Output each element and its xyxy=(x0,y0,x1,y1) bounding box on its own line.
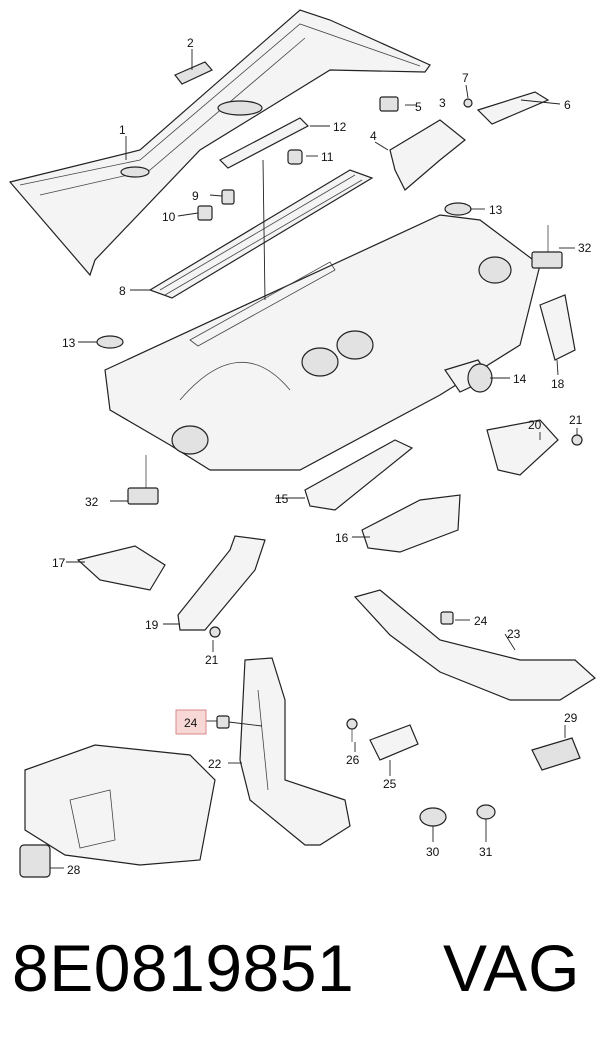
part-13-cap-left xyxy=(96,335,124,349)
callout-5: 5 xyxy=(415,100,422,114)
callout-13-left: 13 xyxy=(62,336,76,350)
callout-28: 28 xyxy=(67,863,81,877)
part-9-clip xyxy=(221,189,235,205)
callout-10: 10 xyxy=(162,210,176,224)
part-15-duct xyxy=(304,439,414,511)
callout-8: 8 xyxy=(119,284,126,298)
part-12-cover-plate xyxy=(218,117,310,169)
callout-20: 20 xyxy=(528,418,542,432)
callout-14: 14 xyxy=(513,372,527,386)
part-8-defrost-grille xyxy=(148,169,374,299)
leader-lines xyxy=(50,49,578,869)
callout-25: 25 xyxy=(383,777,397,791)
callout-15: 15 xyxy=(275,492,289,506)
part-21-screw-upper xyxy=(571,434,583,446)
callout-32-right: 32 xyxy=(578,241,592,255)
callout-18: 18 xyxy=(551,377,565,391)
callout-1: 1 xyxy=(119,123,126,137)
parts-exploded-diagram: 1 2 3 4 5 6 7 8 9 10 11 12 13 13 14 15 1… xyxy=(8,9,596,878)
callout-11: 11 xyxy=(321,150,334,164)
part-32-sensor-right xyxy=(531,225,563,269)
part-13-cap-upper xyxy=(444,202,472,216)
callout-30: 30 xyxy=(426,845,440,859)
part-18-duct xyxy=(539,294,576,361)
dashboard-body xyxy=(104,214,541,471)
part-10-clip xyxy=(197,205,213,221)
part-1-cowl-panel xyxy=(8,9,431,277)
callout-29: 29 xyxy=(564,711,578,725)
callout-16: 16 xyxy=(335,531,349,545)
part-number-text: 8E0819851 xyxy=(12,931,355,1005)
callout-17: 17 xyxy=(52,556,66,570)
callout-9: 9 xyxy=(192,189,199,203)
part-30-plug xyxy=(419,807,447,827)
callout-4: 4 xyxy=(370,129,377,143)
part-20-bracket xyxy=(486,419,559,476)
vehicle-body-section xyxy=(24,744,216,866)
part-25-label-plate xyxy=(369,724,419,761)
callout-6: 6 xyxy=(564,98,571,112)
callout-7: 7 xyxy=(462,71,469,85)
part-19-duct xyxy=(177,535,266,631)
callout-22: 22 xyxy=(208,757,222,771)
callout-12: 12 xyxy=(333,120,347,134)
callout-23: 23 xyxy=(507,627,521,641)
part-29-pad xyxy=(531,737,581,771)
callout-24-highlighted: 24 xyxy=(184,716,198,730)
callout-26: 26 xyxy=(346,753,360,767)
part-17-duct xyxy=(76,545,166,591)
part-5-clip xyxy=(379,96,399,112)
callout-21-upper: 21 xyxy=(569,413,583,427)
part-16-duct xyxy=(361,494,461,553)
callout-31: 31 xyxy=(479,845,493,859)
callout-21-lower: 21 xyxy=(205,653,219,667)
part-7-clip xyxy=(463,98,473,108)
callout-19: 19 xyxy=(145,618,159,632)
part-28-grille xyxy=(19,844,51,878)
brand-text: VAG xyxy=(443,931,581,1005)
part-2-clip xyxy=(174,61,213,85)
callout-3: 3 xyxy=(439,96,446,110)
callout-24-upper: 24 xyxy=(474,614,488,628)
part-11-clip xyxy=(287,149,303,165)
callout-32-left: 32 xyxy=(85,495,99,509)
callout-2: 2 xyxy=(187,36,194,50)
part-22-air-duct xyxy=(239,657,351,846)
part-23-air-duct xyxy=(353,589,596,701)
part-14-round-vent xyxy=(444,359,493,393)
part-24-clip-lower xyxy=(216,715,230,729)
part-31-clip xyxy=(476,804,496,820)
callout-13-upper: 13 xyxy=(489,203,503,217)
part-21-screw-lower xyxy=(209,626,221,638)
callout-labels: 1 2 3 4 5 6 7 8 9 10 11 12 13 13 14 15 1… xyxy=(52,36,592,877)
part-6-vent-grille xyxy=(476,91,550,125)
part-24-clip-upper xyxy=(440,611,454,625)
highlight-box xyxy=(175,709,207,735)
part-3-bracket xyxy=(389,119,466,191)
part-26-screw xyxy=(346,718,358,742)
part-32-sensor-left xyxy=(127,455,159,505)
